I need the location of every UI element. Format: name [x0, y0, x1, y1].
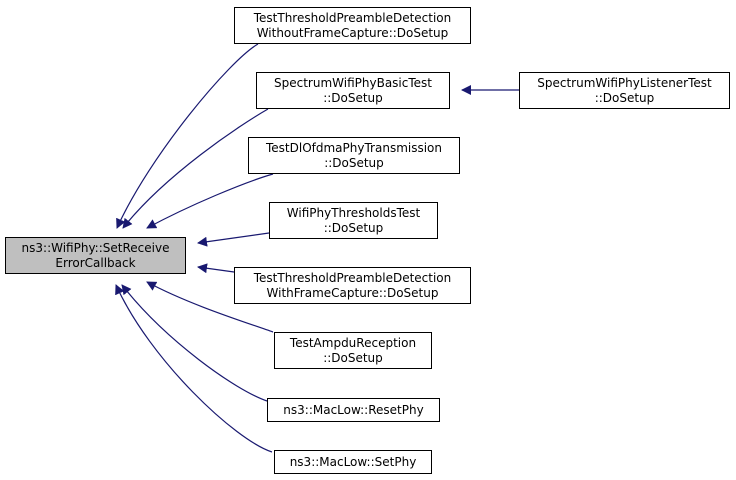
caller-node-spectrum-wifi-phy-basic-test[interactable]: SpectrumWifiPhyBasicTest ::DoSetup	[256, 72, 450, 109]
caller-node-spectrum-wifi-phy-listener-test[interactable]: SpectrumWifiPhyListenerTest ::DoSetup	[519, 72, 730, 109]
node-label-line2: ErrorCallback	[55, 255, 136, 270]
caller-node-preamble-detection-with-capture[interactable]: TestThresholdPreambleDetection WithFrame…	[234, 267, 471, 304]
node-label-line1: TestDlOfdmaPhyTransmission	[266, 140, 442, 155]
caller-node-maclow-reset-phy[interactable]: ns3::MacLow::ResetPhy	[267, 398, 440, 422]
edge-caller-2	[146, 173, 274, 229]
caller-node-preamble-detection-without-capture[interactable]: TestThresholdPreambleDetection WithoutFr…	[234, 7, 471, 44]
node-label: ns3::MacLow::ResetPhy	[283, 402, 424, 417]
caller-node-ampdu-reception[interactable]: TestAmpduReception ::DoSetup	[274, 332, 432, 369]
edge-caller-4	[197, 263, 235, 274]
node-label-line2: ::DoSetup	[594, 90, 655, 105]
node-label-line1: ns3::WifiPhy::SetReceive	[21, 240, 170, 255]
node-label-line1: TestThresholdPreambleDetection	[253, 270, 452, 285]
node-label-line2: ::DoSetup	[324, 155, 384, 170]
node-label-line1: TestAmpduReception	[289, 335, 417, 350]
edge-caller-7	[115, 284, 273, 453]
node-label-line1: SpectrumWifiPhyListenerTest	[537, 75, 712, 90]
node-label-line1: SpectrumWifiPhyBasicTest	[274, 75, 432, 90]
caller-node-wifi-phy-thresholds-test[interactable]: WifiPhyThresholdsTest ::DoSetup	[269, 202, 438, 239]
node-label-line2: WithFrameCapture::DoSetup	[266, 285, 439, 300]
edge-caller-3	[197, 232, 270, 247]
caller-node-maclow-set-phy[interactable]: ns3::MacLow::SetPhy	[274, 450, 432, 474]
edge-caller-1	[122, 108, 269, 229]
edge-caller-6	[121, 284, 268, 402]
edge-caller-5	[146, 281, 274, 333]
node-label-line2: ::DoSetup	[323, 350, 383, 365]
function-node-set-receive-error-callback: ns3::WifiPhy::SetReceive ErrorCallback	[5, 237, 186, 274]
node-label-line1: WifiPhyThresholdsTest	[286, 205, 421, 220]
call-edges	[115, 43, 519, 453]
node-label-line2: ::DoSetup	[323, 90, 383, 105]
node-label-line2: WithoutFrameCapture::DoSetup	[256, 25, 449, 40]
caller-node-dl-ofdma-phy-transmission[interactable]: TestDlOfdmaPhyTransmission ::DoSetup	[248, 137, 460, 174]
edge-caller-0	[116, 43, 259, 229]
node-label-line1: TestThresholdPreambleDetection	[253, 10, 452, 25]
node-label-line2: ::DoSetup	[323, 220, 384, 235]
node-label: ns3::MacLow::SetPhy	[289, 454, 417, 469]
